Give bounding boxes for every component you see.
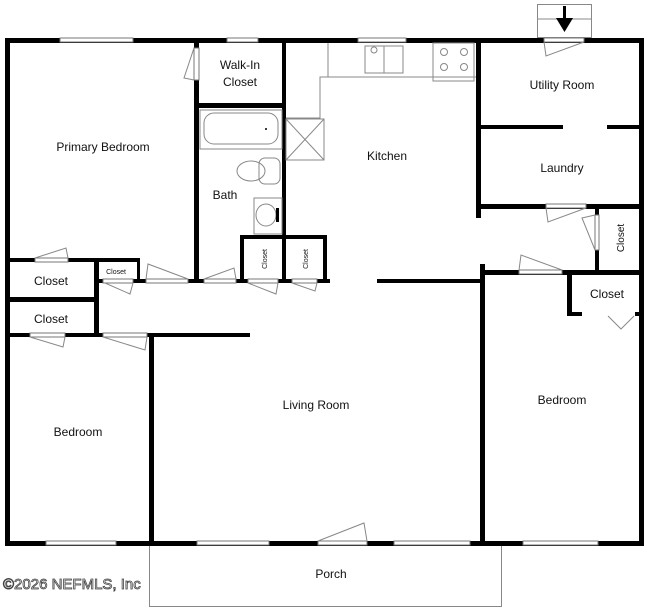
room-label-closet-hall-1: Closet [262, 249, 269, 269]
room-label-walk-in-closet-2: Closet [223, 75, 258, 89]
interior-walls [5, 38, 643, 546]
room-label-utility-room: Utility Room [530, 78, 595, 92]
room-label-walk-in-closet-1: Walk-In [220, 58, 260, 72]
stove-icon [432, 42, 475, 82]
room-label-bath: Bath [213, 188, 238, 202]
room-label-closet-right-vertical: Closet [616, 224, 627, 253]
sink-icon [253, 197, 283, 235]
room-label-closet-left-2: Closet [34, 312, 69, 326]
room-label-closet-hall-2: Closet [303, 249, 310, 269]
room-label-closet-left-1: Closet [34, 274, 69, 288]
doors [29, 37, 635, 546]
room-label-closet-small: Closet [106, 269, 126, 276]
room-label-closet-right: Closet [590, 287, 625, 301]
copyright-watermark: ©2026 NEFMLS, Inc [3, 576, 141, 593]
toilet-icon [236, 157, 281, 185]
kitchen-counter [286, 43, 476, 119]
entry-arrow-icon [556, 6, 573, 32]
refrigerator-icon [285, 118, 325, 161]
room-label-living-room: Living Room [283, 398, 350, 412]
room-label-kitchen: Kitchen [367, 149, 407, 163]
outer-walls [5, 38, 644, 546]
room-label-laundry: Laundry [540, 161, 583, 175]
room-label-primary-bedroom: Primary Bedroom [56, 140, 149, 154]
kitchen-sink-icon [364, 45, 404, 74]
room-label-bedroom-left: Bedroom [54, 425, 103, 439]
windows [45, 37, 599, 546]
bathtub-icon [199, 109, 283, 150]
room-label-porch: Porch [315, 567, 346, 581]
room-label-bedroom-right: Bedroom [538, 393, 587, 407]
